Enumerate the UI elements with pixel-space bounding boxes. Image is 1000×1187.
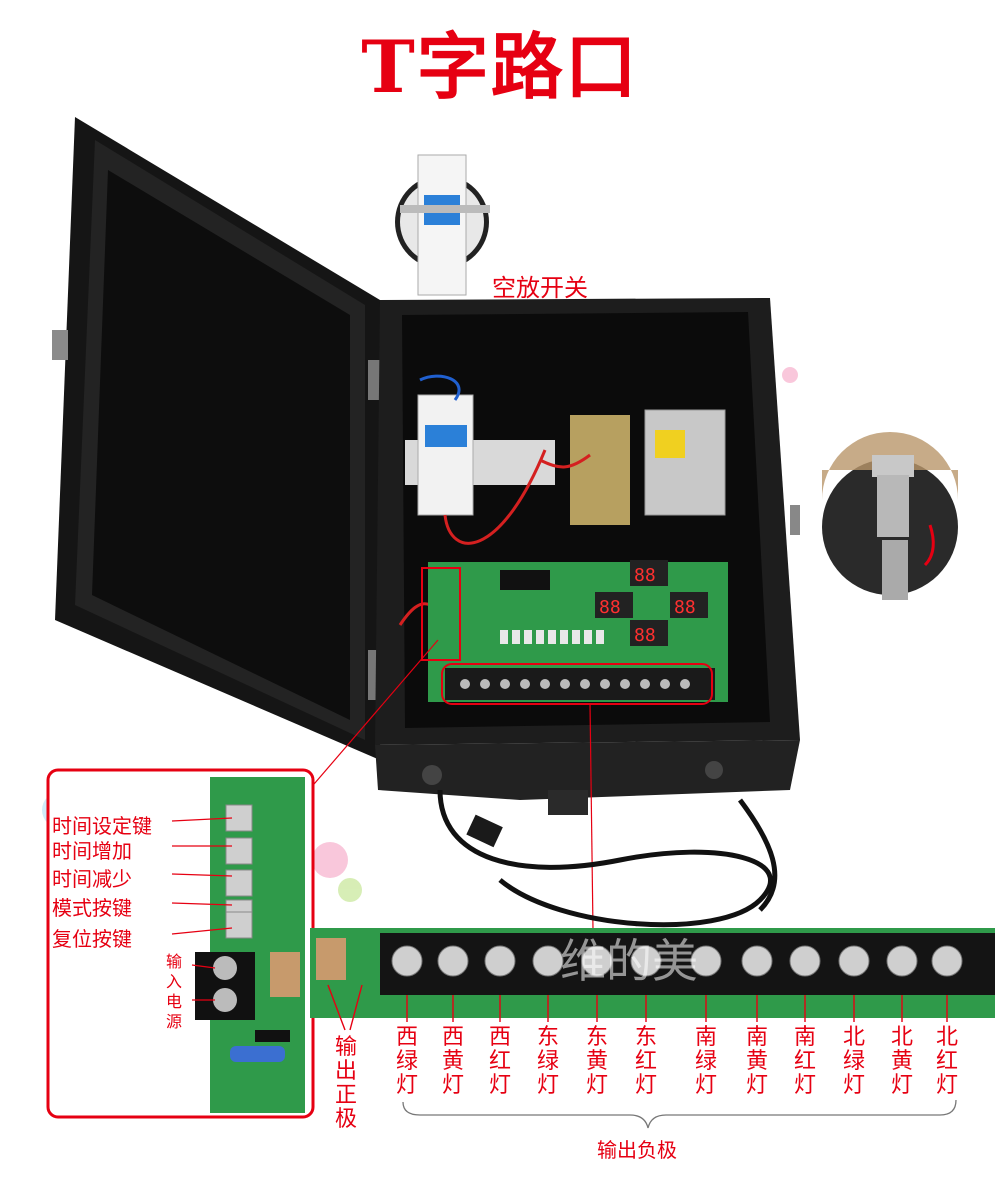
terminal-highlight-box [441, 663, 713, 705]
label-time-decrease: 时间减少 [52, 867, 132, 891]
terminal-label-west-red: 西红灯 [488, 1025, 511, 1098]
terminal-label-north-green: 北绿灯 [842, 1025, 865, 1098]
breaker-inset [395, 154, 490, 296]
svg-text:88: 88 [599, 597, 621, 618]
terminal-strip [310, 928, 995, 1129]
watermark: 维的美 [560, 934, 698, 988]
label-input-power: 输入电源 [165, 952, 182, 1031]
output-negative-brace [402, 1099, 957, 1129]
label-reset-key: 复位按键 [52, 927, 132, 951]
terminal-label-north-yellow: 北黄灯 [890, 1025, 913, 1098]
label-time-increase: 时间增加 [52, 839, 132, 863]
terminal-label-west-yellow: 西黄灯 [441, 1025, 464, 1098]
callout-line-terminals [589, 702, 594, 931]
terminal-label-north-red: 北红灯 [935, 1025, 958, 1098]
svg-text:88: 88 [634, 625, 656, 646]
breaker-in-box [405, 394, 555, 516]
terminal-label-south-red: 南红灯 [793, 1025, 816, 1098]
terminal-label-south-green: 南绿灯 [694, 1025, 717, 1098]
power-cord [437, 789, 778, 928]
terminal-label-east-green: 东绿灯 [536, 1025, 559, 1098]
svg-text:88: 88 [674, 597, 696, 618]
latch-inset [822, 432, 958, 600]
lid-hinge [52, 330, 68, 360]
breaker-label: 空放开关 [492, 274, 588, 302]
page-title: T字路口 [361, 24, 639, 109]
svg-text:88: 88 [634, 565, 656, 586]
button-highlight-box [421, 567, 461, 661]
box-lid [52, 117, 380, 760]
plug [466, 814, 503, 848]
label-output-positive: 输出正极 [334, 1035, 357, 1132]
terminal-label-south-yellow: 南黄灯 [745, 1025, 768, 1098]
control-pcb: 88 88 88 88 [421, 560, 728, 705]
callout-line-panel [295, 639, 439, 806]
power-modules [570, 409, 726, 525]
wires [398, 374, 591, 626]
terminal-label-west-green: 西绿灯 [395, 1025, 418, 1098]
label-set-time-key: 时间设定键 [52, 814, 152, 838]
terminal-label-east-red: 东红灯 [634, 1025, 657, 1098]
label-mode-key: 模式按键 [52, 896, 132, 920]
terminal-label-east-yellow: 东黄灯 [585, 1025, 608, 1098]
label-output-negative: 输出负极 [597, 1138, 677, 1162]
